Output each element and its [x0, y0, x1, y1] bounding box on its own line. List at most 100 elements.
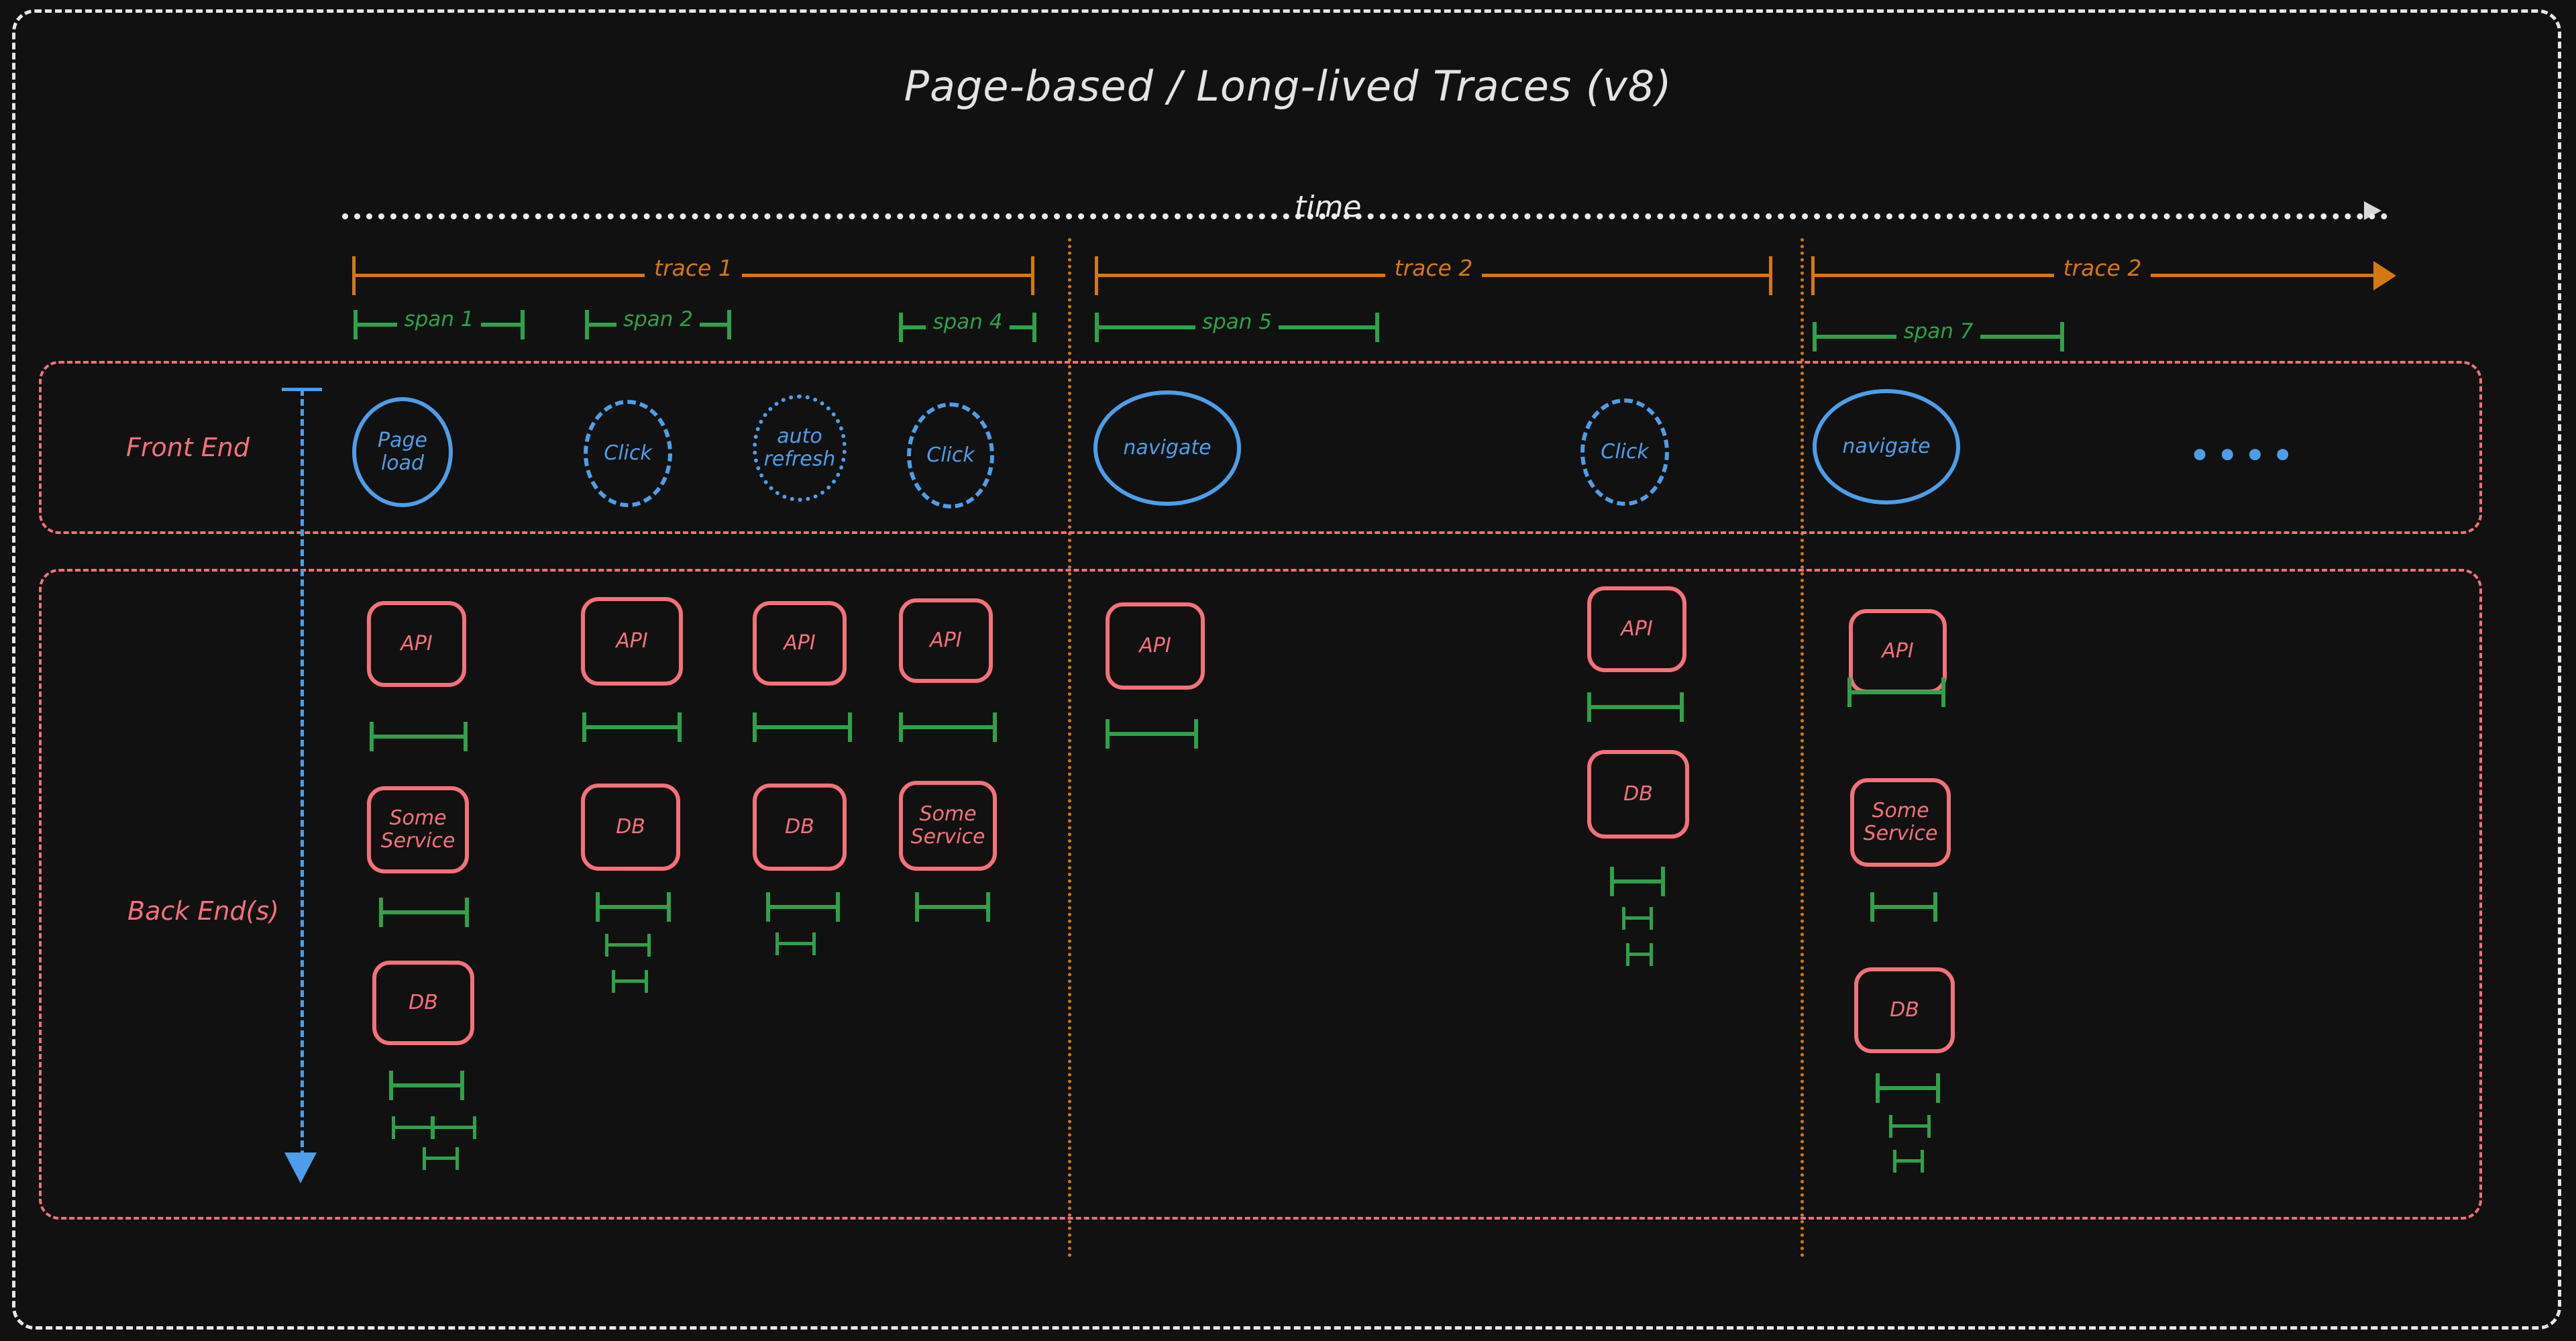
frontend-event-auto-refresh[interactable]: auto refresh	[753, 394, 847, 502]
trace-end-cap	[1031, 256, 1034, 295]
backend-span	[766, 892, 840, 922]
frontend-panel-label: Front End	[126, 433, 250, 462]
backend-panel-label: Back End(s)	[127, 896, 279, 926]
span-label: span 4	[899, 310, 1036, 334]
frontend-panel	[39, 361, 2482, 534]
trace-start-cap	[352, 256, 356, 295]
backend-span	[423, 1147, 459, 1170]
backend-span	[1622, 907, 1653, 930]
backend-span	[1870, 892, 1937, 922]
timeline-span: span 1	[354, 307, 525, 339]
frontend-event-label: Click	[604, 441, 652, 466]
span-end-cap	[1032, 313, 1036, 342]
time-axis-line	[342, 213, 2388, 219]
trace-end-cap	[1769, 256, 1772, 295]
backend-span	[370, 722, 468, 751]
timeline-span: span 5	[1095, 310, 1379, 342]
service-label: API	[616, 629, 648, 653]
backend-span	[753, 712, 852, 742]
span-label: span 5	[1095, 310, 1379, 334]
frontend-event-label: Click	[926, 443, 975, 468]
backend-span	[915, 892, 990, 922]
service-label: DB	[616, 814, 645, 839]
backend-span	[431, 1116, 476, 1139]
trace-arrow-icon	[2373, 261, 2396, 290]
trace-divider-2	[1801, 238, 1804, 1258]
backend-service-some-service[interactable]: Some Service	[1850, 778, 1951, 867]
backend-service-some-service[interactable]: Some Service	[899, 781, 997, 871]
service-label: DB	[409, 990, 438, 1014]
backend-span	[1876, 1073, 1940, 1103]
span-label: span 1	[354, 307, 525, 331]
backend-span	[1610, 867, 1665, 896]
timeline-span: span 4	[899, 310, 1036, 342]
backend-span	[1106, 719, 1198, 749]
trace-label: trace 1	[352, 255, 1034, 281]
vertical-time-axis-line	[301, 389, 304, 1167]
backend-span	[1626, 943, 1653, 966]
time-axis-arrow-icon	[2364, 201, 2381, 220]
page-title: Page-based / Long-lived Traces (v8)	[904, 62, 1672, 111]
frontend-event-page-load[interactable]: Page load	[352, 397, 453, 507]
service-label: DB	[1890, 998, 1919, 1022]
backend-span	[775, 932, 816, 955]
frontend-event-navigate[interactable]: navigate	[1093, 390, 1241, 506]
backend-service-db[interactable]: DB	[1854, 967, 1955, 1053]
frontend-event-label: auto refresh	[763, 425, 836, 471]
frontend-event-navigate[interactable]: navigate	[1813, 389, 1960, 504]
span-start-cap	[354, 310, 358, 339]
frontend-event-label: Page load	[378, 429, 427, 475]
frontend-event-label: navigate	[1123, 436, 1212, 460]
backend-span	[1587, 692, 1684, 722]
span-label: span 7	[1813, 319, 2064, 343]
frontend-event-click[interactable]: Click	[584, 400, 672, 507]
span-start-cap	[899, 313, 903, 342]
frontend-event-click[interactable]: Click	[907, 403, 994, 508]
backend-span	[899, 712, 997, 742]
span-end-cap	[521, 310, 525, 339]
backend-service-db[interactable]: DB	[372, 961, 474, 1045]
vertical-time-axis-arrow-icon	[284, 1152, 317, 1183]
service-label: DB	[785, 814, 814, 839]
frontend-continuation-dots: ••••	[2188, 433, 2299, 478]
backend-service-api[interactable]: API	[581, 597, 683, 686]
trace-label: trace 2	[1811, 255, 2394, 281]
service-label: API	[400, 631, 433, 655]
trace-bar: trace 1	[352, 254, 1034, 297]
timeline-span: span 2	[585, 307, 731, 339]
service-label: API	[1882, 639, 1914, 663]
frontend-event-label: navigate	[1842, 435, 1931, 459]
backend-service-db[interactable]: DB	[753, 784, 847, 871]
trace-start-cap	[1095, 256, 1098, 295]
span-end-cap	[727, 310, 731, 339]
trace-divider-1	[1068, 238, 1071, 1258]
trace-bar: trace 2	[1811, 254, 2396, 297]
backend-span	[1893, 1150, 1924, 1173]
service-label: Some Service	[910, 802, 985, 849]
frontend-event-click[interactable]: Click	[1580, 398, 1669, 506]
backend-service-db[interactable]: DB	[1587, 750, 1689, 839]
backend-span	[392, 1116, 435, 1139]
backend-service-api[interactable]: API	[1587, 586, 1686, 672]
backend-span	[1847, 678, 1945, 707]
backend-service-api[interactable]: API	[367, 601, 466, 687]
trace-label: trace 2	[1095, 255, 1772, 281]
service-label: API	[1621, 616, 1653, 641]
backend-span	[379, 898, 469, 927]
service-label: DB	[1623, 782, 1653, 806]
service-label: API	[1139, 633, 1171, 657]
service-label: API	[784, 631, 816, 655]
backend-service-db[interactable]: DB	[581, 784, 680, 871]
backend-service-api[interactable]: API	[753, 601, 847, 686]
span-label: span 2	[585, 307, 731, 331]
backend-service-api[interactable]: API	[899, 598, 993, 683]
outer-frame	[12, 9, 2561, 1330]
backend-span	[389, 1071, 464, 1100]
backend-service-some-service[interactable]: Some Service	[367, 786, 469, 873]
span-start-cap	[585, 310, 589, 339]
backend-service-api[interactable]: API	[1106, 602, 1205, 690]
backend-span	[596, 892, 671, 922]
span-start-cap	[1095, 313, 1099, 342]
span-end-cap	[1375, 313, 1379, 342]
